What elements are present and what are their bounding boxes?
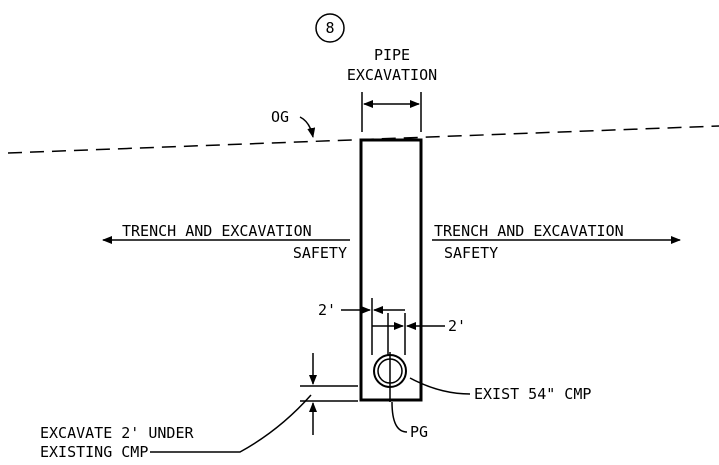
trench-safety-right-line2: SAFETY bbox=[444, 244, 498, 262]
dimension-2ft-left: 2' bbox=[318, 301, 336, 319]
trench-safety-left-line2: SAFETY bbox=[293, 244, 347, 262]
exist-cmp-label: EXIST 54" CMP bbox=[474, 385, 591, 403]
excavate-label-line2: EXISTING CMP bbox=[40, 443, 148, 461]
trench-safety-right-line1: TRENCH AND EXCAVATION bbox=[434, 222, 624, 240]
trench-safety-left-line1: TRENCH AND EXCAVATION bbox=[122, 222, 312, 240]
pg-leader bbox=[391, 401, 408, 433]
trench-excavation bbox=[359, 138, 423, 402]
pg-label: PG bbox=[410, 423, 428, 441]
detail-number-circle bbox=[315, 13, 345, 43]
pipe-excavation-label-line1: PIPE bbox=[374, 46, 410, 64]
detail-number: 8 bbox=[325, 19, 334, 37]
exist-cmp-leader bbox=[409, 377, 471, 395]
excavate-leader bbox=[150, 394, 312, 453]
excavate-label-line1: EXCAVATE 2' UNDER bbox=[40, 424, 194, 442]
og-leader bbox=[299, 116, 316, 138]
dimension-2ft-right: 2' bbox=[448, 317, 466, 335]
og-label: OG bbox=[271, 108, 289, 126]
pipe-excavation-label-line2: EXCAVATION bbox=[347, 66, 437, 84]
